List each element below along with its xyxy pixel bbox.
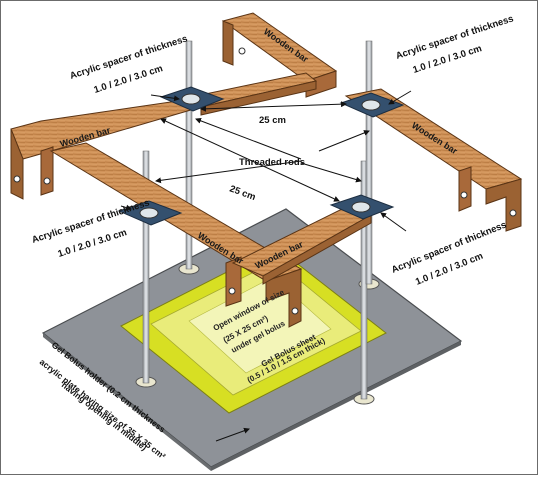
dimension-middle: 25 cm bbox=[228, 183, 257, 203]
dimension-top: 25 cm bbox=[259, 115, 286, 126]
threaded-rods-label: Threaded rods bbox=[239, 157, 305, 168]
threaded-rod bbox=[142, 150, 150, 384]
annotation-lines bbox=[120, 90, 412, 442]
threaded-rod bbox=[365, 40, 373, 285]
wooden-frame bbox=[10, 12, 523, 328]
acrylic-spacers bbox=[117, 86, 405, 226]
